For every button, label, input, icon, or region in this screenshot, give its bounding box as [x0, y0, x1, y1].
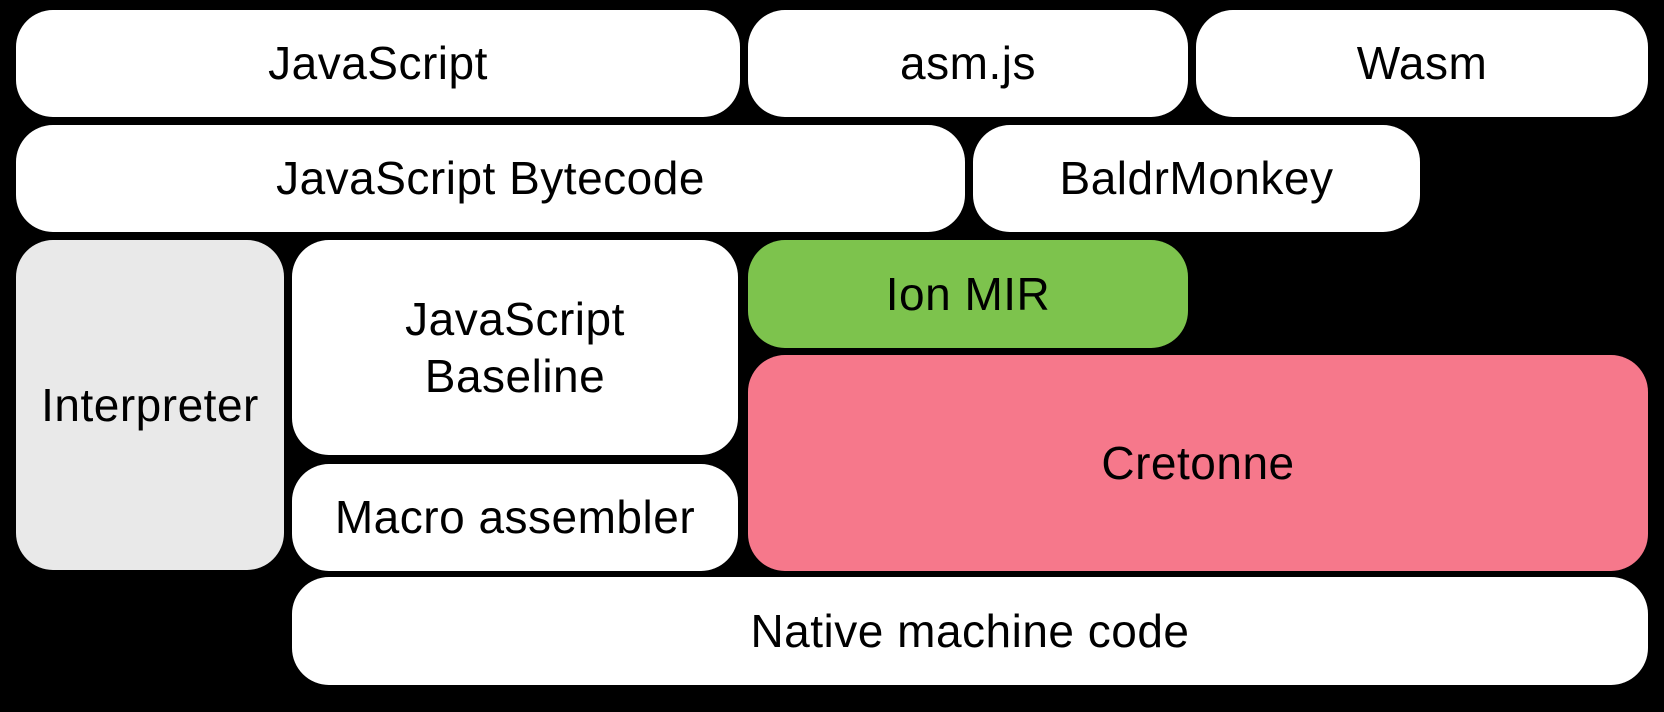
box-native-machine-code-label: Native machine code	[750, 604, 1190, 657]
box-macro-assembler: Macro assembler	[292, 464, 738, 571]
box-ion-mir-label: Ion MIR	[885, 267, 1051, 320]
box-javascript-baseline-label: JavaScript Baseline	[405, 293, 625, 402]
box-wasm: Wasm	[1196, 10, 1648, 117]
box-wasm-label: Wasm	[1356, 37, 1488, 90]
box-asmjs-label: asm.js	[900, 37, 1036, 90]
box-javascript-bytecode-label: JavaScript Bytecode	[276, 152, 705, 205]
box-javascript-baseline: JavaScript Baseline	[292, 240, 738, 455]
box-javascript-bytecode: JavaScript Bytecode	[16, 125, 965, 232]
box-javascript: JavaScript	[16, 10, 740, 117]
box-cretonne-label: Cretonne	[1101, 436, 1295, 489]
box-macro-assembler-label: Macro assembler	[334, 491, 696, 544]
box-cretonne: Cretonne	[748, 355, 1648, 571]
box-ion-mir: Ion MIR	[748, 240, 1188, 348]
box-interpreter: Interpreter	[16, 240, 284, 570]
box-asmjs: asm.js	[748, 10, 1188, 117]
box-baldrmonkey-label: BaldrMonkey	[1059, 152, 1334, 205]
box-baldrmonkey: BaldrMonkey	[973, 125, 1420, 232]
box-javascript-label: JavaScript	[268, 37, 488, 90]
box-native-machine-code: Native machine code	[292, 577, 1648, 685]
box-interpreter-label: Interpreter	[41, 378, 259, 431]
